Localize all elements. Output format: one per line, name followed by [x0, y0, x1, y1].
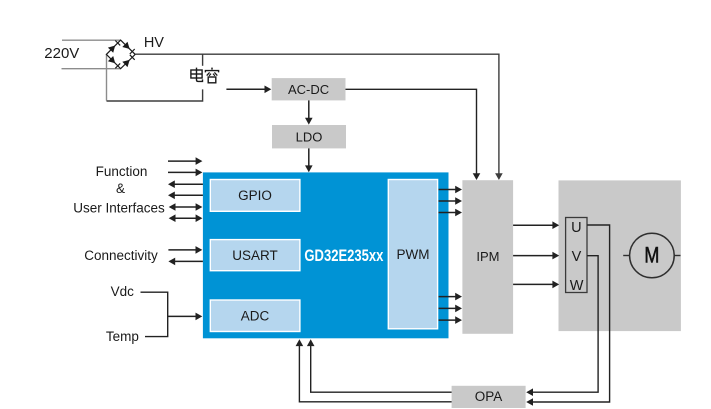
- svg-text:Vdc: Vdc: [111, 284, 135, 299]
- svg-text:W: W: [570, 278, 584, 294]
- svg-text:GD32E235xx: GD32E235xx: [304, 247, 383, 265]
- svg-text:USART: USART: [232, 248, 278, 263]
- svg-text:ADC: ADC: [241, 308, 270, 323]
- svg-text:HV: HV: [144, 35, 164, 51]
- svg-text:GPIO: GPIO: [238, 188, 272, 203]
- svg-text:Function: Function: [96, 164, 148, 179]
- svg-text:LDO: LDO: [296, 130, 323, 145]
- svg-text:&: &: [116, 181, 125, 196]
- svg-text:User Interfaces: User Interfaces: [73, 200, 165, 215]
- svg-text:Connectivity: Connectivity: [84, 248, 158, 263]
- svg-text:IPM: IPM: [476, 249, 499, 264]
- svg-text:U: U: [571, 220, 581, 236]
- svg-text:Temp: Temp: [106, 329, 139, 344]
- svg-text:AC-DC: AC-DC: [288, 82, 329, 97]
- svg-text:M: M: [644, 244, 659, 268]
- svg-text:220V: 220V: [44, 45, 79, 62]
- svg-text:OPA: OPA: [475, 389, 503, 404]
- svg-text:V: V: [572, 249, 582, 265]
- svg-text:PWM: PWM: [397, 247, 430, 262]
